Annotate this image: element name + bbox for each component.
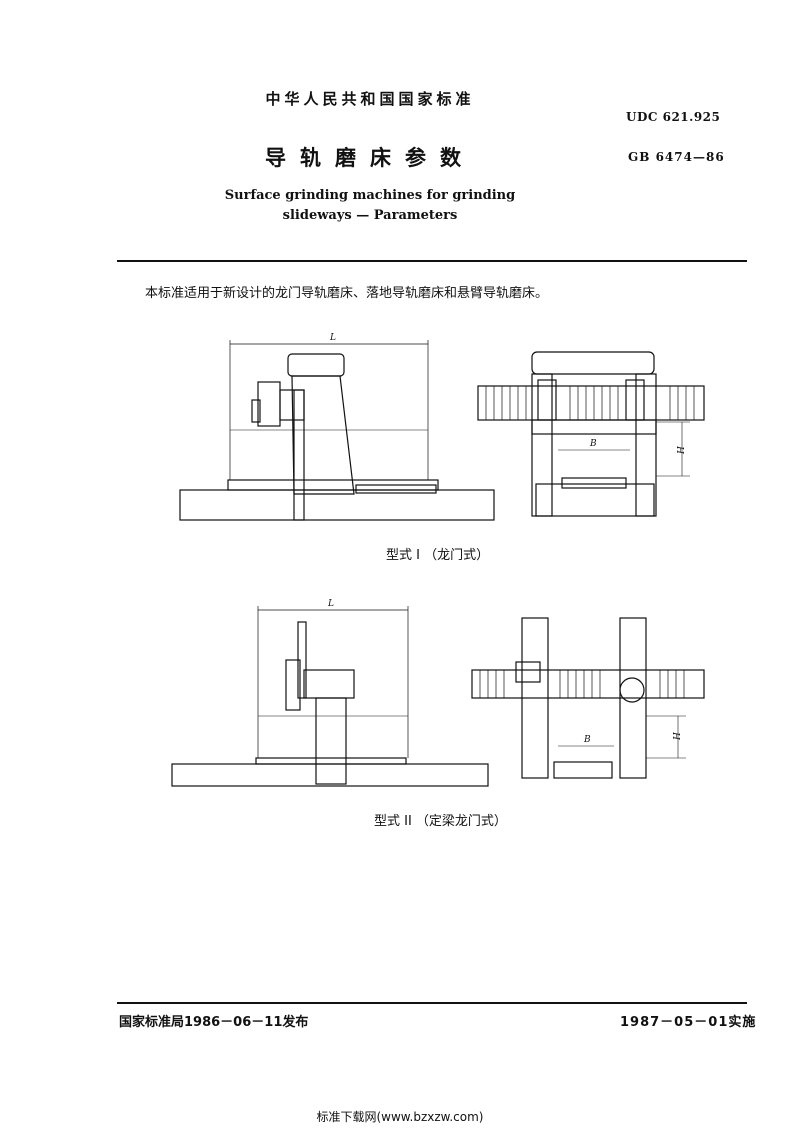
effective-date: 1987－05－01实施 <box>620 1015 757 1030</box>
header-rule <box>117 260 747 262</box>
issuing-organization: 中华人民共和国国家标准 <box>265 90 475 108</box>
type2-label-B: B <box>583 735 591 745</box>
footer-rule <box>117 1002 747 1004</box>
type1-end-view: B H <box>477 351 705 517</box>
standard-title-cn: 导轨磨床参数 <box>265 146 475 170</box>
type1-side-view: L <box>179 333 495 521</box>
type2-end-view: B H <box>471 617 705 779</box>
type2-side-view: L <box>171 599 489 787</box>
type2-label-H: H <box>673 732 683 741</box>
type2-label-L: L <box>327 599 334 609</box>
type1-label-B: B <box>589 439 597 449</box>
udc-number: UDC 621.925 <box>626 110 721 124</box>
source-site[interactable]: 标准下载网(www.bzxzw.com) <box>316 1110 484 1124</box>
type1-label-H: H <box>677 446 687 455</box>
type1-label-L: L <box>329 333 336 343</box>
scope-paragraph: 本标准适用于新设计的龙门导轨磨床、落地导轨磨床和悬臂导轨磨床。 <box>145 286 549 301</box>
standard-title-en: Surface grinding machines for grinding s… <box>0 186 740 226</box>
title-en-line1: Surface grinding machines for grinding <box>224 188 516 203</box>
figure-type2-drawing: L B H <box>171 599 705 787</box>
standard-number: GB 6474—86 <box>628 150 725 164</box>
figure-type2-caption: 型式 II （定梁龙门式） <box>374 814 507 829</box>
issue-date: 国家标准局1986－06－11发布 <box>119 1015 309 1030</box>
figure-type1-drawing: L B <box>179 333 705 521</box>
title-en-line2: slideways — Parameters <box>282 208 458 223</box>
figure-type1-caption: 型式 I （龙门式） <box>386 548 490 563</box>
